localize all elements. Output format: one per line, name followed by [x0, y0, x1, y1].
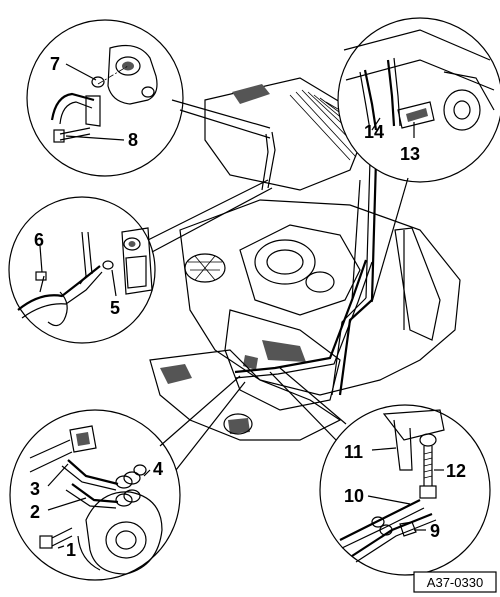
engine-assembly — [149, 77, 461, 441]
leader-line — [151, 187, 273, 253]
detail-circle-5-6 — [8, 196, 156, 344]
detail-circle-9-12 — [319, 404, 491, 576]
leader-line — [351, 179, 361, 301]
leader-line — [279, 367, 347, 425]
callout-label: 2 — [30, 502, 40, 522]
callout-label: 10 — [344, 486, 364, 506]
callout-9: 9 — [414, 521, 440, 541]
callout-10: 10 — [344, 486, 411, 506]
coolant-pipes — [234, 119, 382, 396]
callout-13: 13 — [400, 122, 420, 164]
callout-11: 11 — [344, 442, 397, 462]
callout-label: 5 — [110, 298, 120, 318]
callout-4: 4 — [143, 459, 163, 479]
callout-label: 11 — [344, 442, 363, 462]
callout-label: 13 — [400, 144, 420, 164]
figure-reference: A37-0330 — [413, 571, 497, 593]
callout-label: 8 — [128, 130, 138, 150]
leader-line — [147, 179, 269, 241]
callout-6: 6 — [34, 230, 44, 273]
callout-3: 3 — [30, 463, 69, 499]
callout-14: 14 — [364, 117, 384, 142]
callout-12: 12 — [434, 461, 466, 481]
leader-line — [159, 375, 241, 447]
figure-reference-label: A37-0330 — [427, 575, 483, 590]
callout-label: 4 — [153, 459, 163, 479]
callout-2: 2 — [30, 497, 87, 522]
callout-7: 7 — [50, 54, 97, 81]
callout-5: 5 — [110, 269, 120, 318]
leader-line — [175, 381, 246, 471]
leader-line — [171, 99, 271, 129]
leader-line — [179, 109, 271, 139]
callout-label: 6 — [34, 230, 44, 250]
detail-circle-7-8 — [26, 19, 184, 177]
detail-circle-1-4 — [9, 409, 181, 581]
callout-label: 7 — [50, 54, 60, 74]
callout-label: 9 — [430, 521, 440, 541]
callout-8: 8 — [65, 130, 138, 150]
callout-1: 1 — [57, 540, 76, 560]
callout-label: 1 — [66, 540, 76, 560]
leader-line — [269, 371, 337, 441]
callout-label: 14 — [364, 122, 384, 142]
callout-label: 3 — [30, 479, 40, 499]
leader-line — [371, 177, 409, 303]
callout-label: 12 — [446, 461, 466, 481]
detail-circle-13-14 — [337, 17, 500, 183]
